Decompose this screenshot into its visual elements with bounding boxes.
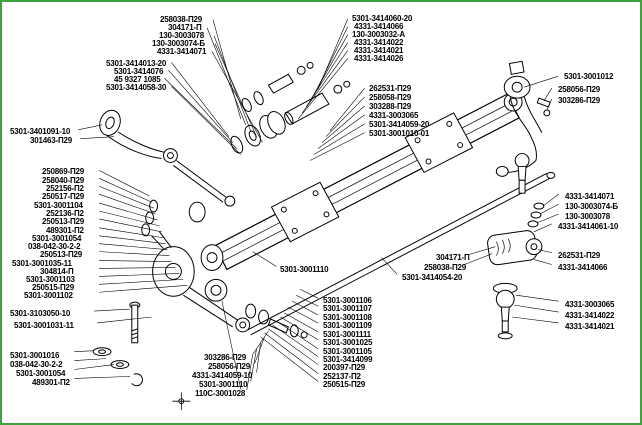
part-label: 252137-П2	[323, 372, 361, 381]
part-label: 4331-3414059-10	[192, 371, 253, 380]
part-label: 304171-П	[436, 253, 470, 262]
part-label: 5301-3001010-01	[369, 129, 430, 138]
part-label: 4331-3414021	[354, 46, 404, 55]
part-label: 5301-3414058-30	[106, 83, 167, 92]
part-label: 258056-П29	[208, 362, 251, 371]
part-label: 250513-П29	[40, 250, 83, 259]
part-label: 4331-3414066	[354, 22, 404, 31]
part-label: 258040-П29	[42, 176, 85, 185]
part-label: 258058-П29	[369, 93, 412, 102]
part-label: 4331-3414071	[157, 47, 207, 56]
part-label: 262531-П29	[558, 251, 601, 260]
part-label: 5301-3001035-11	[12, 259, 72, 268]
spring-pads	[270, 112, 474, 243]
part-label: 303286-П29	[204, 353, 247, 362]
part-label: 5301-3001106	[323, 296, 372, 305]
part-label: 5301-3401091-10	[10, 127, 71, 136]
part-label: 5301-3414076	[114, 67, 164, 76]
part-label: 303286-П29	[558, 96, 601, 105]
part-label: 262531-П29	[369, 84, 412, 93]
part-label: 303288-П29	[369, 102, 412, 111]
part-label: 45 9327 1085	[114, 75, 161, 84]
part-label: 5301-3001104	[34, 201, 83, 210]
kingpin-parts	[230, 61, 351, 154]
part-label: 4331-3414061-10	[558, 222, 619, 231]
part-label: 4331-3414022	[565, 311, 615, 320]
part-label: 489301-П2	[46, 226, 84, 235]
part-label: 4331-3414022	[354, 38, 404, 47]
part-label: 5301-3001108	[323, 313, 372, 322]
part-label: 301463-П29	[30, 136, 73, 145]
part-label: 200397-П29	[323, 363, 366, 372]
part-label: 252136-П2	[46, 209, 84, 218]
part-label: 258038-П29	[160, 15, 203, 24]
part-label: 250515-П29	[323, 380, 366, 389]
part-label: 110С-3001028	[195, 389, 246, 398]
part-label: 5301-3001031-11	[14, 321, 74, 330]
part-label: 130-3003074-Б	[152, 39, 205, 48]
part-label: 038-042-30-2-2	[10, 360, 63, 369]
part-label: 5301-3001105	[323, 347, 372, 356]
part-label: 5301-3001110	[280, 265, 329, 274]
part-label: 4331-3414021	[565, 322, 615, 331]
leader-lines	[74, 18, 559, 391]
part-label: 5301-3001103	[26, 275, 75, 284]
part-label: 038-042-30-2-2	[28, 242, 81, 251]
part-label: 250515-П29	[32, 283, 75, 292]
part-label: 130-3003032-А	[352, 30, 405, 39]
bottom-left-fasteners	[92, 301, 143, 387]
part-label: 5301-3414060-20	[352, 14, 413, 23]
part-label: 5301-3001025	[323, 338, 373, 347]
part-label: 5301-3414099	[323, 355, 373, 364]
part-label: 130-3003078	[565, 212, 610, 221]
part-label: 304814-П	[40, 267, 74, 276]
part-label: 5301-3414054-20	[402, 273, 463, 282]
pitman-arm	[99, 109, 236, 207]
right-knuckle	[495, 60, 551, 177]
tie-rod-end-parts	[487, 153, 545, 340]
crosshair-mark	[172, 392, 191, 411]
part-label: 5301-3001110	[199, 380, 248, 389]
part-label: 4331-3414071	[565, 192, 615, 201]
part-label: 5301-3103050-10	[10, 309, 71, 318]
part-label: 250517-П29	[42, 192, 85, 201]
part-label: 250869-П29	[42, 167, 85, 176]
part-label: 5301-3001107	[323, 304, 372, 313]
part-label: 5301-3001016	[10, 351, 60, 360]
part-label: 4331-3003065	[369, 111, 419, 120]
part-label: 250513-П29	[42, 217, 85, 226]
part-label: 258038-П29	[424, 263, 467, 272]
part-label: 5301-3001102	[24, 291, 73, 300]
part-label: 5301-3001012	[564, 72, 614, 81]
part-label: 5301-3414013-20	[106, 59, 167, 68]
part-label: 258056-П29	[558, 85, 601, 94]
part-label: 5301-3001054	[32, 234, 82, 243]
part-label: 4331-3414026	[354, 54, 404, 63]
part-label: 5301-3001109	[323, 321, 372, 330]
part-label: 5301-3001054	[16, 369, 66, 378]
part-label: 304171-П	[168, 23, 202, 32]
part-label: 130-3003078	[159, 31, 204, 40]
part-label: 4331-3003065	[565, 300, 615, 309]
part-label: 5301-3414059-20	[369, 120, 430, 129]
part-label: 130-3003074-Б	[565, 202, 618, 211]
part-label: 252156-П2	[46, 184, 84, 193]
part-label: 4331-3414066	[558, 263, 608, 272]
left-knuckle	[141, 199, 308, 339]
part-label: 5301-3001111	[323, 330, 371, 339]
part-label: 489301-П2	[32, 378, 70, 387]
